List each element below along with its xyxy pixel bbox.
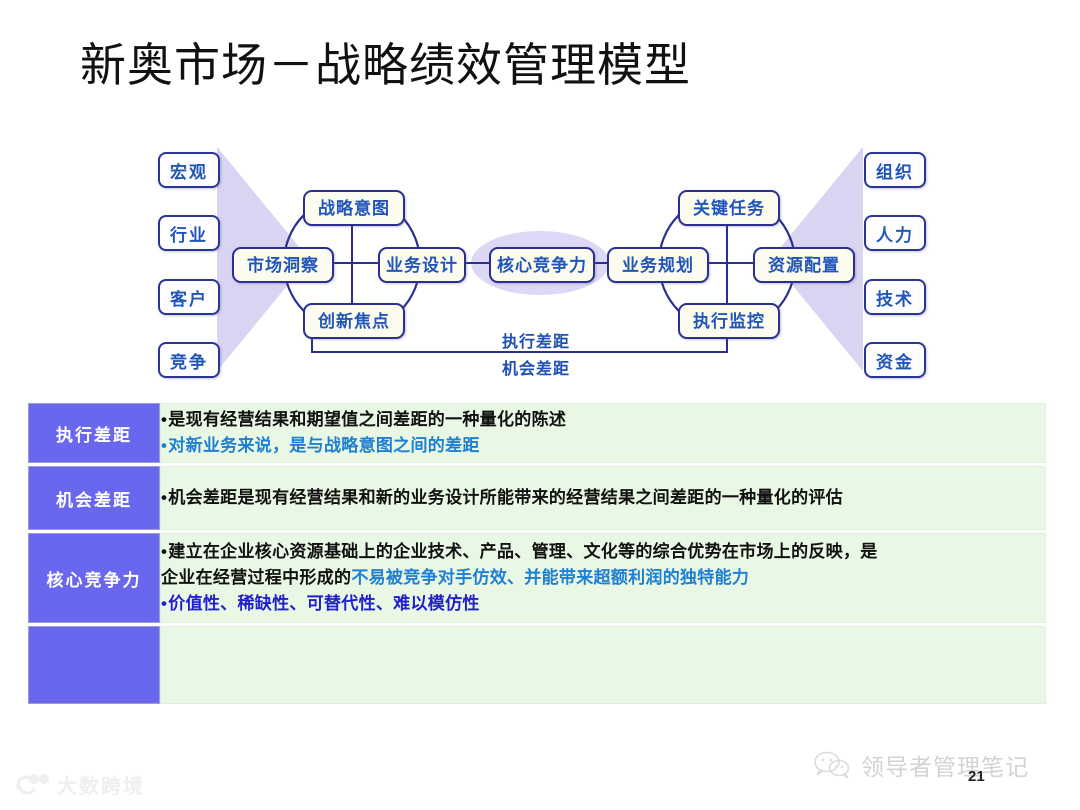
side-label-text: 宏观 [170,162,208,182]
node-label: 战略意图 [318,198,390,218]
bullet-icon: • [161,594,168,613]
side-label-text: 行业 [170,225,208,245]
table-row: 执行差距 •是现有经营结果和期望值之间差距的一种量化的陈述 •对新业务来说，是与… [28,403,1046,463]
node-resource-allocation[interactable]: 资源配置 [753,247,855,283]
bullet-icon: • [161,410,168,429]
watermark-left-text: 大数跨境 [57,776,145,798]
bullet-text: 机会差距是现有经营结果和新的业务设计所能带来的经营结果之间差距的一种量化的评估 [168,488,843,507]
row-label-execution-gap: 执行差距 [28,403,160,463]
table-row [28,626,1046,704]
bullet-icon: • [161,488,168,507]
side-label-macro[interactable]: 宏观 [158,152,220,188]
row-label-opportunity-gap: 机会差距 [28,466,160,530]
table-row: 机会差距 •机会差距是现有经营结果和新的业务设计所能带来的经营结果之间差距的一种… [28,466,1046,530]
side-label-text: 人力 [876,225,914,245]
node-label: 业务设计 [386,255,458,275]
bullet-text-highlight: 不易被竞争对手仿效、并能带来超额利润的独特能力 [351,568,750,587]
gap-label-opportunity: 机会差距 [502,361,571,378]
gap-label-execution: 执行差距 [502,334,571,351]
bullet-text: 建立在企业核心资源基础上的企业技术、产品、管理、文化等的综合优势在市场上的反映，… [168,542,878,561]
definitions-table: 执行差距 •是现有经营结果和期望值之间差距的一种量化的陈述 •对新业务来说，是与… [28,400,1046,707]
bullet-line: •对新业务来说，是与战略意图之间的差距 [161,433,1045,459]
node-label: 业务规划 [622,255,694,275]
node-business-design[interactable]: 业务设计 [378,247,466,283]
watermark-right-text: 领导者管理笔记 [861,754,1029,780]
node-label: 执行监控 [693,311,765,331]
side-label-organization[interactable]: 组织 [864,152,926,188]
row-body-empty [160,626,1046,704]
table-row: 核心竞争力 •建立在企业核心资源基础上的企业技术、产品、管理、文化等的综合优势在… [28,533,1046,623]
bullet-text: 是现有经营结果和期望值之间差距的一种量化的陈述 [168,410,567,429]
bullet-icon: • [161,542,168,561]
row-label-empty [28,626,160,704]
bullet-line: •是现有经营结果和期望值之间差距的一种量化的陈述 [161,407,1045,433]
row-body-opportunity-gap: •机会差距是现有经营结果和新的业务设计所能带来的经营结果之间差距的一种量化的评估 [160,466,1046,530]
side-label-text: 技术 [876,289,914,309]
side-label-capital[interactable]: 资金 [864,342,926,378]
bullet-line: •价值性、稀缺性、可替代性、难以模仿性 [161,591,1045,617]
watermark-bottom-left: 大数跨境 [14,770,145,799]
strategy-model-diagram: 宏观 行业 客户 竞争 组织 人力 技术 资金 战略意图 市场洞察 业务设计 创… [0,130,1080,395]
bullet-text: 企业在经营过程中形成的 [161,568,352,587]
side-label-text: 组织 [876,162,914,182]
node-innovation-focus[interactable]: 创新焦点 [303,303,405,339]
node-label: 关键任务 [693,198,765,218]
watermark-bottom-right: 领导者管理笔记 [812,748,1029,782]
definitions-table-body: 执行差距 •是现有经营结果和期望值之间差距的一种量化的陈述 •对新业务来说，是与… [28,403,1046,704]
dashujing-logo-icon [16,773,49,795]
side-label-competition[interactable]: 竞争 [158,342,220,378]
page-number: 21 [968,768,985,785]
wechat-icon [814,751,850,779]
bullet-text: 对新业务来说，是与战略意图之间的差距 [168,436,480,455]
bullet-line: •机会差距是现有经营结果和新的业务设计所能带来的经营结果之间差距的一种量化的评估 [161,485,1045,511]
node-strategic-intent[interactable]: 战略意图 [303,190,405,226]
node-core-competence[interactable]: 核心竞争力 [489,247,595,283]
bullet-icon: • [161,436,168,455]
node-label: 市场洞察 [247,255,319,275]
side-label-industry[interactable]: 行业 [158,215,220,251]
page-title: 新奥市场－战略绩效管理模型 [80,40,691,91]
node-label: 核心竞争力 [497,255,587,275]
node-business-planning[interactable]: 业务规划 [607,247,709,283]
bullet-line: 企业在经营过程中形成的不易被竞争对手仿效、并能带来超额利润的独特能力 [161,565,1045,591]
bullet-line: •建立在企业核心资源基础上的企业技术、产品、管理、文化等的综合优势在市场上的反映… [161,539,1045,565]
side-label-text: 客户 [170,289,208,309]
side-label-customer[interactable]: 客户 [158,279,220,315]
bullet-text: 价值性、稀缺性、可替代性、难以模仿性 [168,594,480,613]
row-body-core-competence: •建立在企业核心资源基础上的企业技术、产品、管理、文化等的综合优势在市场上的反映… [160,533,1046,623]
side-label-text: 资金 [876,352,914,372]
node-label: 资源配置 [768,255,840,275]
node-key-tasks[interactable]: 关键任务 [678,190,780,226]
row-label-core-competence: 核心竞争力 [28,533,160,623]
node-market-insight[interactable]: 市场洞察 [232,247,334,283]
node-execution-monitoring[interactable]: 执行监控 [678,303,780,339]
node-label: 创新焦点 [318,311,390,331]
side-label-text: 竞争 [170,352,208,372]
side-label-manpower[interactable]: 人力 [864,215,926,251]
row-body-execution-gap: •是现有经营结果和期望值之间差距的一种量化的陈述 •对新业务来说，是与战略意图之… [160,403,1046,463]
side-label-technology[interactable]: 技术 [864,279,926,315]
